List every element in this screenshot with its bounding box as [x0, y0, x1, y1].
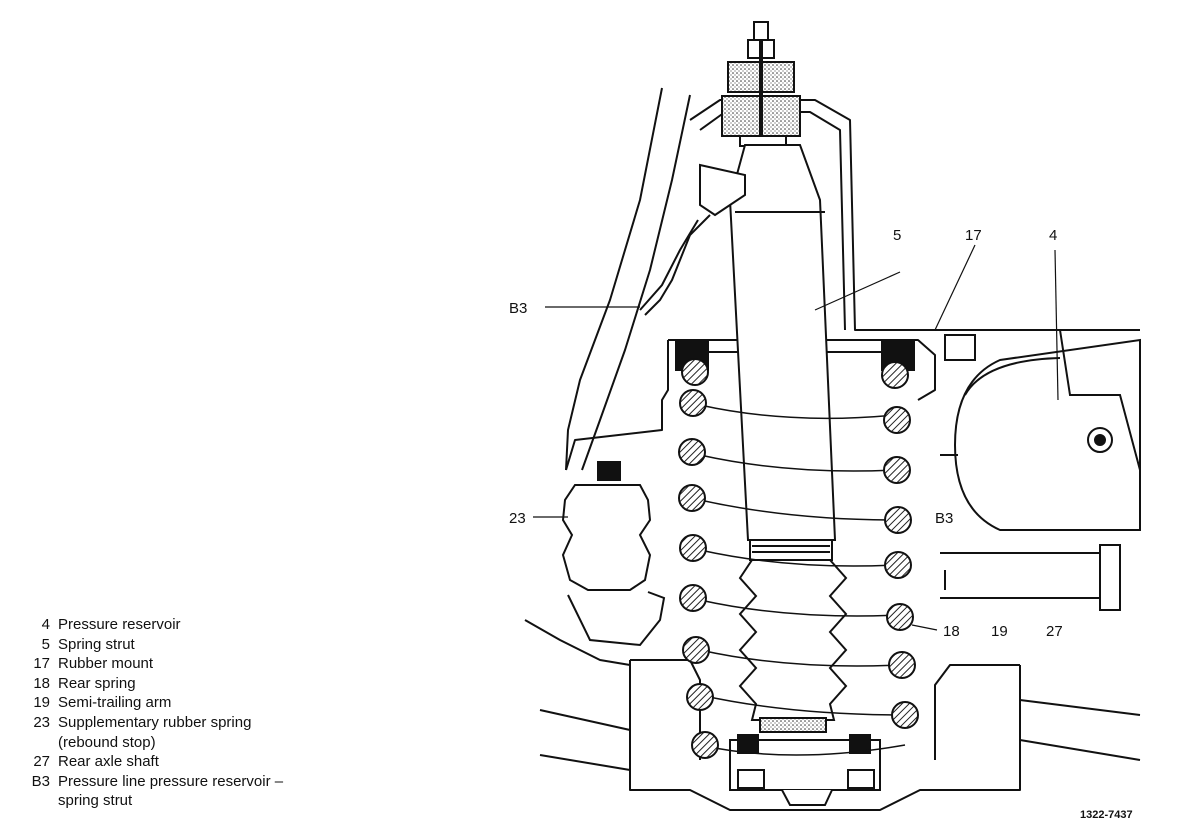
legend-text: Semi-trailing arm — [58, 694, 172, 712]
legend-item: B3 Pressure line pressure reservoir – — [24, 772, 404, 792]
legend-text: Spring strut — [58, 635, 135, 653]
legend-text: Pressure line pressure reservoir – — [58, 772, 284, 790]
legend-text: Pressure reservoir — [58, 616, 181, 633]
legend-item: spring strut — [24, 791, 404, 811]
callout-18: 18 — [943, 623, 960, 640]
legend-text: spring strut — [58, 792, 133, 810]
legend: 4 Pressure reservoir 5 Spring strut 17 Rubber… — [24, 615, 404, 811]
legend-item: 5 Spring strut — [24, 635, 404, 655]
legend-item: 18 Rear spring — [24, 674, 404, 694]
legend-item: 23 Supplementary rubber spring — [24, 713, 404, 733]
rebound-stop — [561, 461, 666, 647]
rear-spring — [678, 358, 919, 759]
legend-item: (rebound stop) — [24, 733, 404, 753]
pressure-reservoir — [940, 329, 1141, 531]
lower-spring-seat — [629, 660, 1021, 811]
spring-strut — [728, 144, 837, 561]
legend-number: 4 — [41, 616, 50, 633]
dust-bellows — [738, 559, 848, 733]
legend-item: 19 Semi-trailing arm — [24, 693, 404, 713]
upper-spring-seat — [565, 340, 669, 471]
callout-b3-mid: B3 — [935, 510, 953, 527]
legend-text: (rebound stop) — [58, 733, 156, 751]
legend-text: Rear axle shaft — [58, 753, 159, 771]
legend-number: 23 — [33, 713, 50, 731]
rear-axle-shaft — [940, 544, 1121, 611]
legend-text: Rubber mount — [58, 655, 154, 673]
legend-text: Rear spring — [58, 674, 136, 692]
lower-bracket — [729, 734, 881, 806]
leader-lines — [533, 244, 1059, 631]
callout-17: 17 — [965, 227, 982, 244]
legend-text: Supplementary rubber spring — [58, 713, 252, 731]
legend-number: 27 — [33, 753, 50, 771]
body-panel-inner — [581, 94, 691, 471]
body-panel — [565, 87, 663, 471]
callout-5: 5 — [893, 227, 901, 244]
callout-23: 23 — [509, 510, 526, 527]
strut-tower — [689, 99, 1140, 331]
figure-id: 1322-7437 — [1080, 809, 1133, 821]
legend-number: 18 — [33, 674, 50, 692]
legend-item: 4 Pressure reservoir — [24, 615, 404, 635]
legend-number: B3 — [31, 772, 50, 790]
legend-item: 17 Rubber mount — [24, 654, 404, 674]
legend-number: 19 — [33, 694, 50, 712]
legend-item: 27 Rear axle shaft — [24, 752, 404, 772]
top-mount — [721, 21, 801, 147]
pressure-line — [639, 163, 746, 316]
legend-number: 17 — [33, 655, 50, 673]
callout-27: 27 — [1046, 623, 1063, 640]
callout-4: 4 — [1049, 227, 1057, 244]
legend-number — [24, 733, 58, 753]
callout-b3-top: B3 — [509, 300, 527, 317]
legend-number: 5 — [41, 635, 50, 653]
callout-19: 19 — [991, 623, 1008, 640]
legend-number — [24, 791, 58, 811]
